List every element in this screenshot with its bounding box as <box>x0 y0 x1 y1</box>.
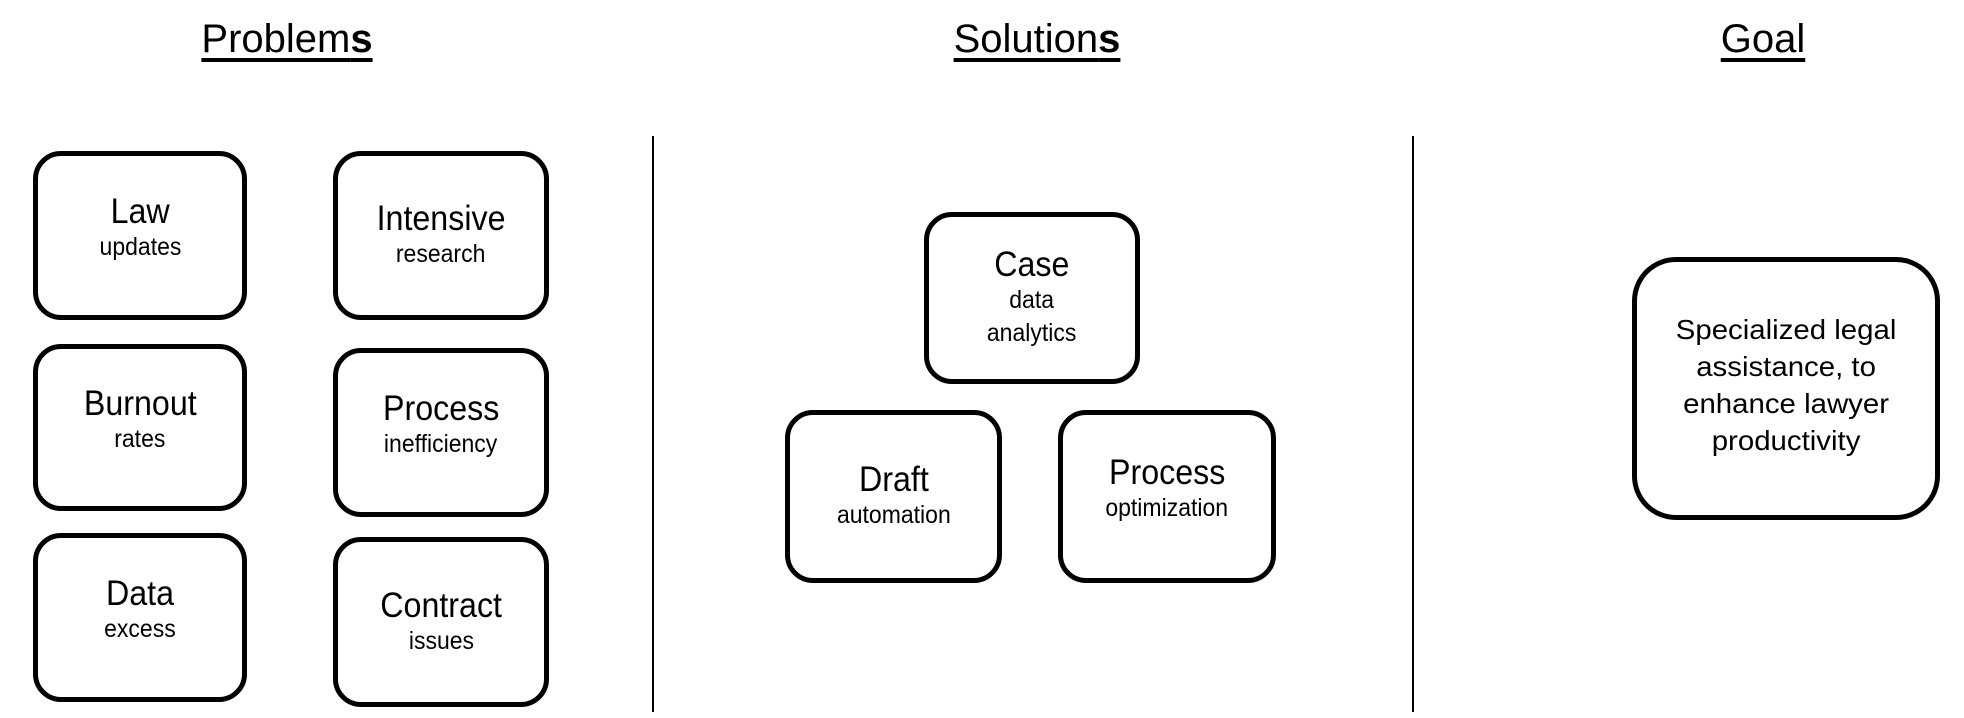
problems-title-main: Problem <box>201 17 351 61</box>
problems-title-tail: s <box>350 17 373 61</box>
goal-title: Goal <box>1663 14 1863 70</box>
problem-subtitle: research <box>396 240 486 268</box>
problem-box-law-updates: Law updates <box>33 151 247 320</box>
problem-title: Data <box>105 574 175 613</box>
problem-subtitle: issues <box>408 626 474 655</box>
problem-title: Contract <box>380 585 502 625</box>
solution-title: Process <box>1108 453 1226 492</box>
solutions-title-tail: s <box>1098 17 1121 61</box>
problem-title: Law <box>110 192 170 231</box>
problem-subtitle: updates <box>99 233 181 261</box>
solution-subtitle: automation <box>836 501 951 529</box>
solution-box-draft-automation: Draft automation <box>785 410 1002 583</box>
solution-box-process-optimization: Process optimization <box>1058 410 1276 583</box>
solution-subtitle: optimization <box>1105 494 1229 522</box>
divider-problems-solutions <box>652 136 654 712</box>
solution-subtitle: data analytics <box>987 286 1077 347</box>
problem-subtitle: inefficiency <box>384 430 498 458</box>
problem-box-burnout-rates: Burnout rates <box>33 344 247 511</box>
problem-subtitle: excess <box>104 615 176 643</box>
solution-title: Draft <box>858 460 929 499</box>
solution-title: Case <box>994 245 1070 284</box>
problem-title: Burnout <box>83 384 197 423</box>
problem-subtitle: rates <box>114 425 166 453</box>
problem-box-intensive-research: Intensive research <box>333 151 549 320</box>
problem-box-data-excess: Data excess <box>33 533 247 702</box>
goal-title-text: Goal <box>1720 17 1806 61</box>
solutions-title-main: Solution <box>953 17 1099 61</box>
problem-title: Intensive <box>376 199 506 238</box>
goal-box: Specialized legal assistance, to enhance… <box>1632 257 1940 520</box>
problem-box-process-inefficiency: Process inefficiency <box>333 348 549 517</box>
solution-box-case-data-analytics: Case data analytics <box>924 212 1140 384</box>
problem-title: Process <box>382 389 500 428</box>
problem-box-contract-issues: Contract issues <box>333 537 549 707</box>
goal-text: Specialized legal assistance, to enhance… <box>1675 313 1897 456</box>
divider-solutions-goal <box>1412 136 1414 712</box>
